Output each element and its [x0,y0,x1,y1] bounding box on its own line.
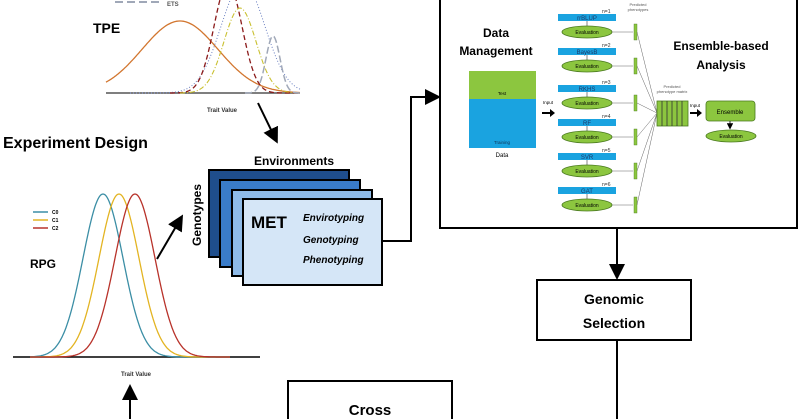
model-bar [558,153,616,160]
rpg-curve-c2 [30,193,230,358]
ensemble-label: Ensemble [717,110,744,116]
test-block [469,71,536,99]
model-bar [558,48,616,55]
model-n: n=2 [602,43,611,49]
pred-to-matrix-line [636,112,658,206]
pred-to-matrix-line [636,31,658,114]
tpe-label: TPE [93,20,120,36]
cross-box [287,380,453,419]
input-arrow [542,109,555,117]
genomic-selection-label-2: Selection [583,315,645,331]
met-to-pipeline-arrow [382,89,441,242]
tpe-to-met-arrow [257,102,278,144]
test-label: Test [498,91,507,96]
rpg-label: RPG [30,257,56,271]
ensemble-evaluation-label: Evaluation [719,134,743,140]
model-name: RKHS [579,87,596,93]
legend-c1: C1 [52,218,59,224]
pred-to-matrix-line [636,112,658,172]
evaluation-label: Evaluation [575,30,599,36]
environments-label: Environments [254,154,334,168]
data-label: Data [496,153,509,159]
rpg-chart: RPG Trait Value C0 C1 C2 [13,193,260,378]
data-management-title-1: Data [483,26,509,40]
rpg-to-met-arrow [156,214,184,260]
predicted-phenotype-bar [633,128,638,146]
training-block [469,99,536,148]
model-n: n=1 [602,9,611,15]
model-name: SVR [581,155,594,161]
model-name: GAT [581,189,593,195]
genomic-selection-box [536,279,692,341]
input2-label: Input [690,103,701,108]
rpg-curve-c1 [30,193,230,358]
input2-arrow [690,109,702,117]
model-bar [558,14,616,21]
matrix-label-2: phenotype matrix [657,89,688,94]
tpe-curve-ets [245,35,301,94]
predicted-phenotype-bar [633,57,638,75]
tpe-curve-solid [105,20,300,94]
met-envirotyping: Envirotyping [303,213,364,224]
model-name: rrBLUP [577,16,597,22]
model-n: n=4 [602,114,611,120]
predicted-phenotype-bar [633,162,638,180]
model-list: rrBLUPn=1EvaluationBayesBn=2EvaluationRK… [558,9,658,214]
predicted-phenotypes-2: phenotypes [628,7,649,12]
evaluation-label: Evaluation [575,169,599,175]
pred-to-matrix-line [636,112,658,138]
evaluation-label: Evaluation [575,203,599,209]
experiment-design-title: Experiment Design [3,135,148,152]
cross-label: Cross [349,402,392,419]
met-title: MET [251,213,288,232]
pred-to-matrix-line [636,102,658,114]
pred-to-matrix-line [636,65,658,114]
predicted-phenotype-bar [633,94,638,112]
genomic-selection-label-1: Genomic [584,291,644,307]
met-phenotyping: Phenotyping [303,255,364,266]
ensemble-box [705,100,756,122]
predicted-phenotype-bar [633,196,638,214]
model-n: n=6 [602,182,611,188]
tpe-curve-dashed [170,0,300,94]
tpe-curve-dotted [130,0,301,94]
ensemble-evaluation [705,129,757,143]
legend-c2: C2 [52,226,59,232]
model-n: n=3 [602,80,611,86]
model-n: n=5 [602,148,611,154]
model-bar [558,85,616,92]
model-name: RF [583,121,591,127]
model-bar [558,187,616,194]
predicted-phenotype-bar [633,23,638,41]
legend-c0: C0 [52,210,59,216]
rpg-legend: C0 C1 C2 [33,210,59,232]
input-label: Input [543,100,554,105]
data-management-title-2: Management [459,44,532,58]
met-genotyping: Genotyping [303,235,359,246]
evaluation-label: Evaluation [575,64,599,70]
ensemble-title-2: Analysis [696,58,746,72]
training-label: Training [494,140,511,145]
evaluation-label: Evaluation [575,101,599,107]
ensemble-title-1: Ensemble-based [673,39,768,53]
met-card-1 [242,198,383,286]
model-bar [558,119,616,126]
tpe-xlabel: Trait Value [207,108,238,114]
evaluation-label: Evaluation [575,135,599,141]
tpe-legend-label: ETS [167,2,179,8]
genotypes-label: Genotypes [190,184,204,246]
tpe-curve-dashdot [180,7,300,94]
matrix-columns [661,101,683,126]
tpe-chart: ETS TPE Trait Value [93,0,301,114]
model-name: BayesB [577,50,598,56]
rpg-xlabel: Trait Value [121,372,152,378]
predicted-phenotypes-1: Predicted [630,2,647,7]
matrix-label-1: Predicted [664,84,681,89]
